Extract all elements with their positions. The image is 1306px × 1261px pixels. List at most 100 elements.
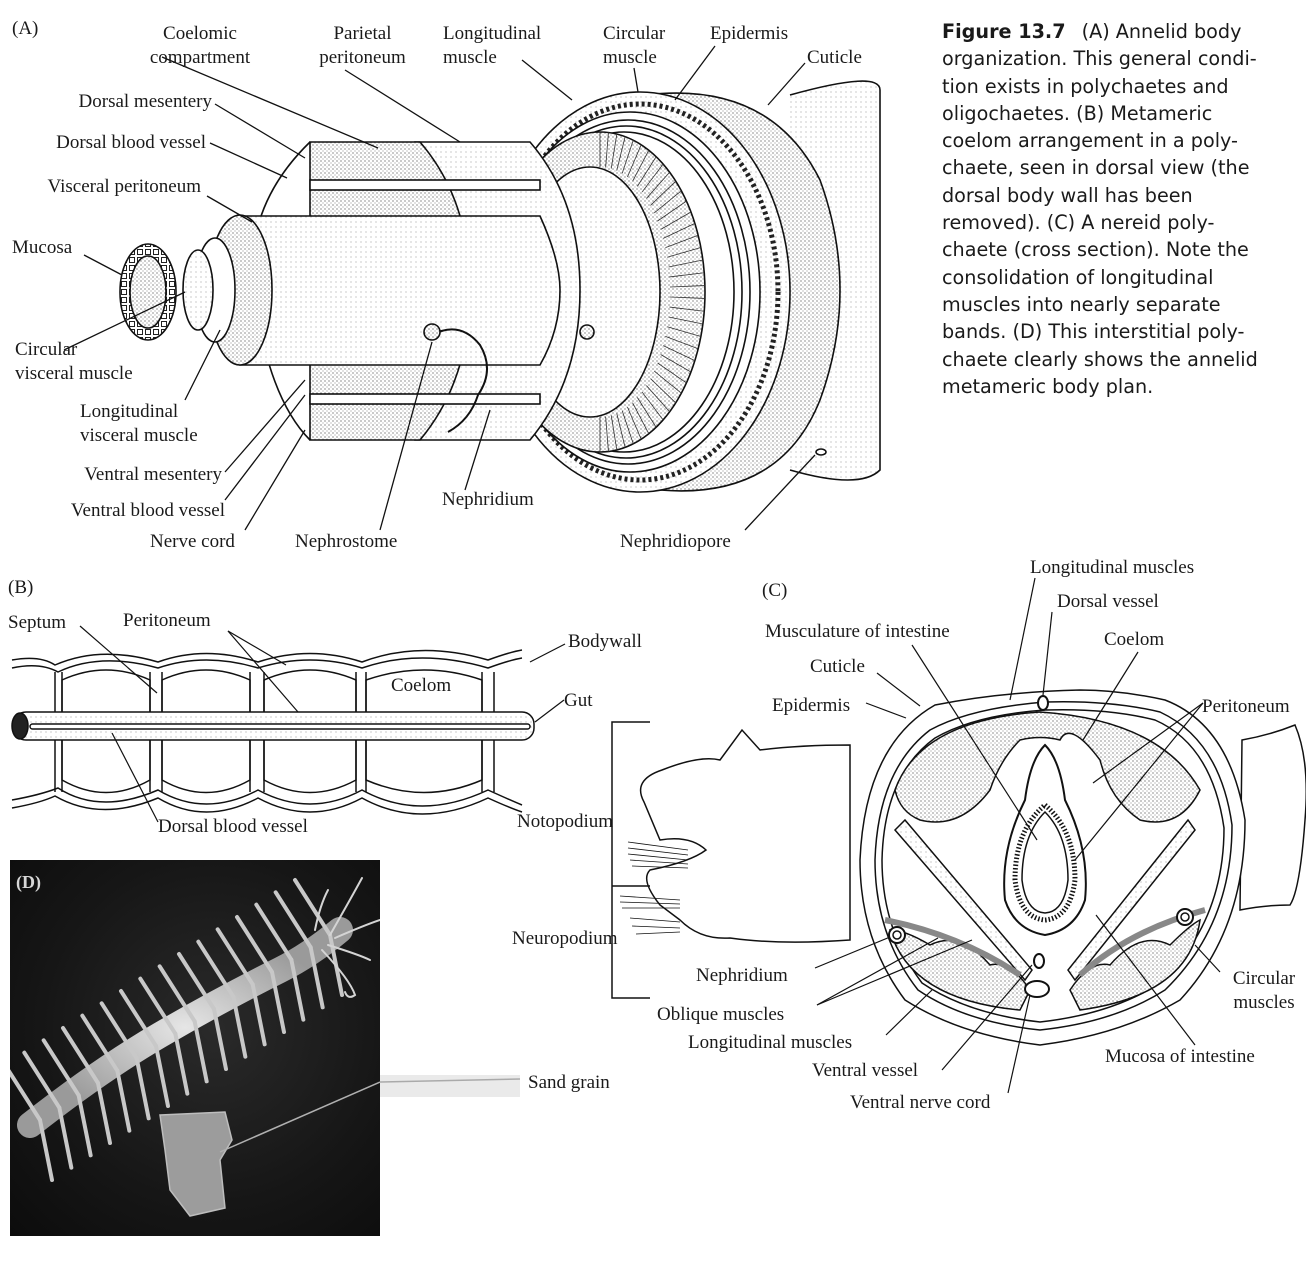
- label-nephridium-a: Nephridium: [442, 489, 534, 510]
- gut-cylinder: [239, 215, 561, 366]
- panel-a-letter: (A): [12, 18, 39, 39]
- radial-muscle-line: [610, 415, 618, 450]
- worm-parapodium: [115, 1068, 132, 1133]
- nephridium-left: [888, 926, 906, 944]
- caption-line: bands. (D) This interstitial poly-: [942, 320, 1245, 344]
- label-circular-muscles: Circular muscles: [1232, 968, 1296, 1013]
- label-neuropodium: Neuropodium: [512, 928, 618, 949]
- label-circular-muscle: Circular muscle: [603, 23, 666, 68]
- ventral-nerve-cord: [1024, 980, 1050, 998]
- radial-muscle-line: [665, 234, 699, 249]
- oblique-muscle-left: [893, 818, 1033, 982]
- worm-parapodium: [196, 939, 236, 999]
- label-mucosa: Mucosa: [12, 237, 73, 258]
- label-cuticle-c: Cuticle: [810, 656, 865, 677]
- label-parietal-peritoneum: Parietal peritoneum: [319, 23, 406, 68]
- caption-line: metameric body plan.: [942, 374, 1154, 398]
- worm-parapodium: [119, 989, 158, 1048]
- label-nephridiopore: Nephridiopore: [620, 531, 731, 552]
- radial-muscle-line: [605, 132, 609, 168]
- radial-muscle-line: [669, 272, 705, 278]
- worm-parapodium: [80, 1013, 120, 1073]
- label-ventral-blood-vessel: Ventral blood vessel: [70, 500, 225, 521]
- radial-muscle-line: [667, 247, 701, 258]
- parapodium-left: [639, 728, 851, 943]
- radial-muscle-line: [610, 134, 618, 169]
- radial-muscle-line: [637, 397, 657, 428]
- label-dorsal-blood-vessel-a: Dorsal blood vessel: [56, 132, 206, 153]
- worm-parapodium: [41, 1038, 81, 1098]
- sand-grain-leader: [219, 1081, 380, 1153]
- bodywall-top: [11, 649, 523, 666]
- label-ventral-nerve-cord: Ventral nerve cord: [850, 1092, 991, 1113]
- worm-parapodium: [76, 1093, 93, 1158]
- radial-muscle-line: [627, 144, 642, 178]
- panel-c-letter: (C): [762, 580, 788, 601]
- radial-muscle-line: [669, 306, 705, 312]
- panel-b-letter: (B): [8, 577, 34, 598]
- worm-parapodium: [134, 1056, 151, 1121]
- worm-body: [17, 917, 353, 1138]
- label-bodywall: Bodywall: [568, 631, 642, 652]
- radial-muscle-line: [632, 402, 650, 434]
- radial-muscle-line: [616, 413, 626, 448]
- label-notopodium: Notopodium: [517, 811, 614, 832]
- label-visceral-peritoneum: Visceral peritoneum: [47, 176, 201, 197]
- radial-muscle-line: [621, 410, 634, 444]
- oblique-muscle-right: [1067, 818, 1196, 982]
- label-cuticle-a: Cuticle: [807, 47, 862, 68]
- label-oblique-muscles: Oblique muscles: [657, 1004, 785, 1025]
- parapodium-bracket: [611, 721, 650, 999]
- caption-line: chaete (cross section). Note the: [942, 238, 1249, 262]
- worm-parapodium: [254, 902, 294, 962]
- nephridiopore-dot: [815, 448, 827, 456]
- sand-grain: [159, 1111, 233, 1217]
- caption-line: organization. This general condi-: [942, 47, 1257, 71]
- radial-muscle-line: [653, 370, 682, 394]
- label-dorsal-mesentery: Dorsal mesentery: [78, 91, 212, 112]
- label-coelomic-compartment: Coelomic compartment: [149, 23, 251, 68]
- label-septum: Septum: [8, 612, 67, 633]
- label-musculature-of-intestine: Musculature of intestine: [765, 621, 950, 642]
- worm-parapodium: [99, 1001, 139, 1061]
- bodywall-bottom: [11, 787, 523, 807]
- label-coelom-b: Coelom: [391, 675, 452, 696]
- worm-parapodium: [289, 957, 306, 1022]
- label-ventral-mesentery: Ventral mesentery: [84, 464, 222, 485]
- radial-muscle-line: [641, 391, 664, 421]
- caption-line: chaete clearly shows the annelid: [942, 347, 1258, 371]
- panel-b-drawing: [11, 625, 566, 823]
- caption-line: muscles into nearly separate: [942, 292, 1221, 316]
- caption-line: oligochaetes. (B) Metameric: [942, 101, 1213, 125]
- worm-parapodium: [273, 890, 313, 950]
- interstitial-polychaete-image: [10, 877, 380, 1217]
- worm-parapodium: [235, 915, 274, 974]
- worm-parapodium: [96, 1081, 112, 1145]
- worm-parapodium: [212, 1007, 228, 1071]
- caption-line-1: Figure 13.7(A) Annelid body: [942, 20, 1242, 43]
- label-epidermis-c: Epidermis: [772, 695, 851, 716]
- label-longitudinal-muscles-top: Longitudinal muscles: [1030, 557, 1195, 578]
- worm-parapodium: [177, 952, 216, 1011]
- radial-muscle-line: [668, 259, 703, 268]
- radial-muscle-line: [668, 316, 703, 325]
- figure-caption: Figure 13.7(A) Annelid body organization…: [942, 18, 1302, 400]
- parapodium-right: [1239, 724, 1306, 911]
- radial-muscle-line: [637, 156, 657, 187]
- radial-muscle-line: [646, 171, 670, 199]
- panel-d-photo: (D): [10, 860, 380, 1236]
- worm-parapodium: [270, 970, 286, 1034]
- nephridium-tubule: [431, 328, 488, 433]
- label-epidermis-a: Epidermis: [710, 23, 789, 44]
- caption-line: dorsal body wall has been: [942, 183, 1193, 207]
- caption-line: coelom arrangement in a poly-: [942, 129, 1238, 153]
- worm-parapodium: [308, 945, 325, 1010]
- radial-muscle-line: [650, 378, 677, 404]
- worm-parapodium: [157, 964, 197, 1024]
- worm-parapodium: [138, 976, 178, 1036]
- worm-parapodium: [61, 1026, 100, 1085]
- label-circular-visceral-muscle: Circular visceral muscle: [15, 339, 133, 384]
- caption-line: tion exists in polychaetes and: [942, 74, 1229, 98]
- worm-parapodium: [293, 878, 332, 937]
